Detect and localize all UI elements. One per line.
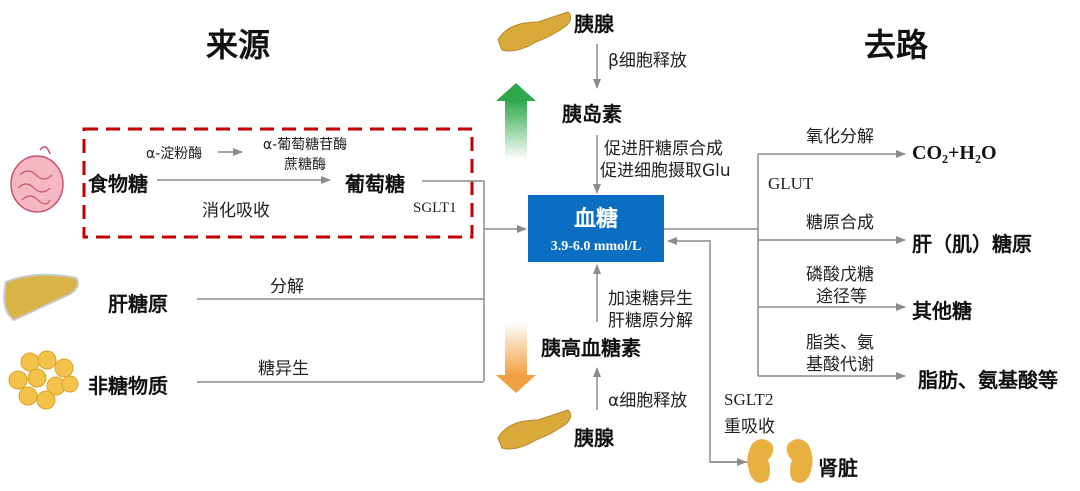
lipid-label-2: 基酸代谢 (806, 355, 874, 375)
beta-release-label: β细胞释放 (608, 51, 687, 71)
alpha-release-label: α细胞释放 (608, 391, 688, 411)
sucrase-line: 蔗糖酶 (284, 157, 326, 173)
pancreas-bottom-icon (497, 409, 572, 450)
blood-glucose-range: 3.9-6.0 mmol/L (550, 239, 642, 254)
pancreas-top-label: 胰腺 (574, 12, 614, 36)
glucagon-label: 胰高血糖素 (541, 336, 641, 360)
glucosidase-line1: α-葡萄糖苷酶 (262, 137, 348, 153)
pancreas-bottom-label: 胰腺 (574, 426, 614, 450)
digestion-label: 消化吸收 (202, 201, 270, 221)
sglt1-label: SGLT1 (413, 200, 457, 216)
ppp-label-2: 途径等 (816, 287, 867, 307)
liver-icon (3, 273, 79, 322)
glut-label: GLUT (768, 174, 814, 193)
insulin-effect-1: 促进肝糖原合成 (604, 139, 723, 159)
glucose-label: 葡萄糖 (345, 172, 405, 196)
fat-cells-icon (8, 350, 79, 410)
non-sugar-label: 非糖物质 (88, 374, 168, 398)
decrease-arrow-icon (496, 322, 536, 393)
liver-glycogen-label: 肝糖原 (108, 292, 168, 316)
kidney-label: 肾脏 (818, 456, 858, 480)
gluconeogenesis-label: 糖异生 (258, 359, 309, 379)
digestion-dashed-box (82, 127, 474, 239)
ppp-label-1: 磷酸戊糖 (806, 265, 874, 285)
pancreas-top-icon (497, 11, 572, 52)
glucagon-effect-2: 肝糖原分解 (608, 311, 693, 331)
liver-muscle-glycogen-label: 肝（肌）糖原 (912, 232, 1032, 256)
glucagon-effect-1: 加速糖异生 (608, 289, 693, 309)
glucosidase-label: α-葡萄糖苷酶 蔗糖酶 (250, 134, 360, 174)
blood-glucose-box: 血糖 3.9-6.0 mmol/L (528, 195, 664, 262)
co2-h2o-label: CO₂+H₂O (912, 142, 997, 164)
increase-arrow-icon (496, 83, 536, 160)
oxidation-label: 氧化分解 (806, 127, 874, 147)
sglt2-label: SGLT2 (724, 390, 774, 409)
insulin-label: 胰岛素 (562, 102, 622, 126)
other-sugars-label: 其他糖 (912, 299, 972, 323)
breakdown-label: 分解 (270, 277, 304, 297)
sources-heading: 来源 (206, 26, 271, 64)
food-sugar-label: 食物糖 (88, 172, 148, 196)
blood-glucose-title: 血糖 (573, 207, 618, 232)
glycogen-synthesis-label: 糖原合成 (806, 213, 874, 233)
intestine-icon (10, 146, 64, 213)
kidney-icon (747, 439, 813, 483)
fat-amino-label: 脂肪、氨基酸等 (918, 368, 1058, 392)
insulin-effect-2: 促进细胞摄取Glu (600, 161, 731, 181)
reabsorption-label: 重吸收 (724, 417, 775, 437)
alpha-amylase-label: α-淀粉酶 (146, 146, 203, 162)
destinations-heading: 去路 (864, 26, 929, 64)
lipid-label-1: 脂类、氨 (806, 333, 874, 353)
